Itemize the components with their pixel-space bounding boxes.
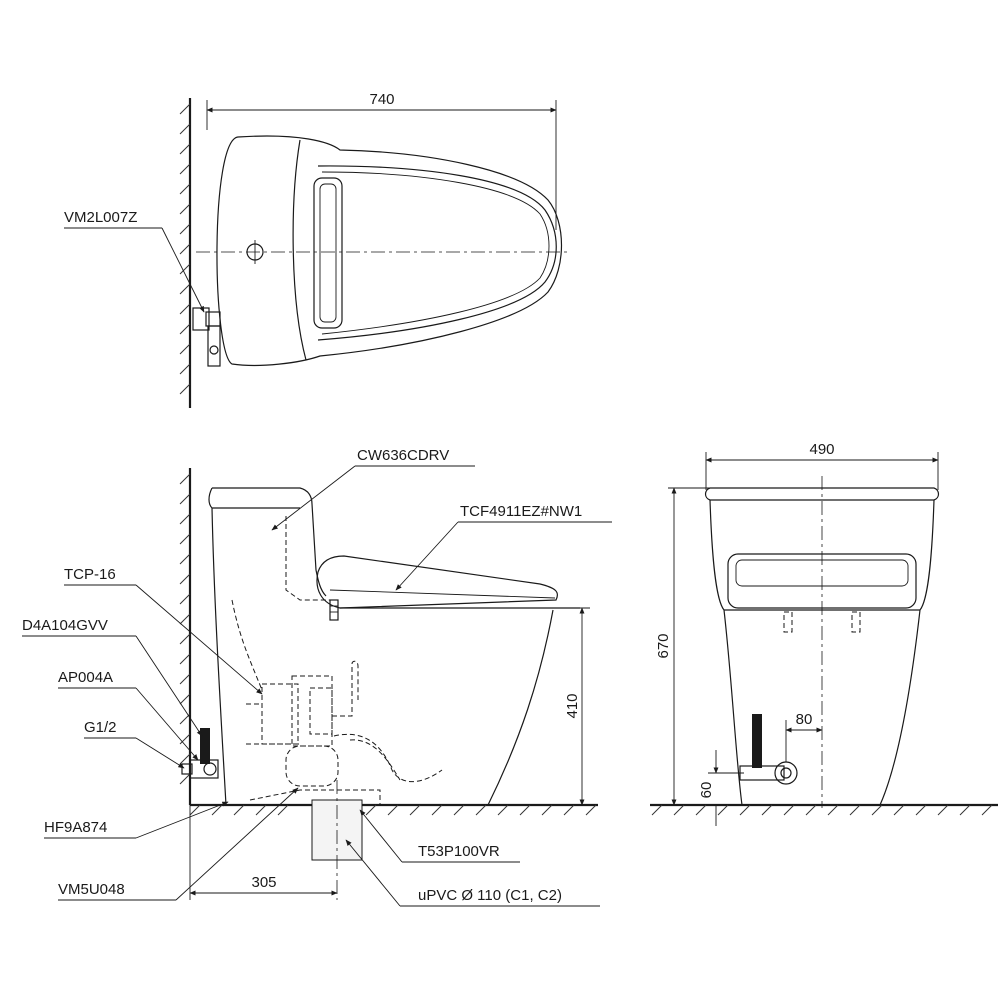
dim-305: 305 xyxy=(251,874,276,891)
side-view-bolt xyxy=(329,599,339,621)
label-d4a104gvv: D4A104GVV xyxy=(22,617,108,634)
top-view-seat-inner xyxy=(321,171,550,335)
top-view-hose xyxy=(207,325,221,367)
side-view-tank xyxy=(212,487,327,597)
dim-670: 670 xyxy=(655,633,672,658)
label-tcf4911ez: TCF4911EZ#NW1 xyxy=(460,503,582,520)
label-vm5u048: VM5U048 xyxy=(58,881,125,898)
label-upvc: uPVC Ø 110 (C1, C2) xyxy=(418,887,562,904)
side-view-bowl-body xyxy=(211,507,227,806)
label-ap004a: AP004A xyxy=(58,669,113,686)
side-view-trap xyxy=(261,683,299,745)
label-cw636cdrv: CW636CDRV xyxy=(357,447,449,464)
top-view: 740 VM2L007Z xyxy=(64,91,570,408)
front-view-inlet-valve xyxy=(739,714,798,785)
front-view-bolts xyxy=(783,611,861,633)
top-view-control-panel xyxy=(313,177,343,329)
front-view-floor-hatch xyxy=(651,804,993,816)
label-hf9a874: HF9A874 xyxy=(44,819,107,836)
dim-80: 80 xyxy=(796,711,813,728)
front-view: 490 670 60 80 xyxy=(650,441,998,826)
label-vm2l007z: VM2L007Z xyxy=(64,209,137,226)
dim-490: 490 xyxy=(809,441,834,458)
side-view-wall-hatch xyxy=(179,473,191,785)
side-view-seat xyxy=(316,555,559,609)
dim-60: 60 xyxy=(698,782,715,799)
label-tcp16: TCP-16 xyxy=(64,566,116,583)
label-g12: G1/2 xyxy=(84,719,117,736)
side-view: 410 305 CW636CDRV TCF4911EZ#NW1 TCP-16 D… xyxy=(22,447,612,907)
top-view-wall-hatch xyxy=(179,103,191,395)
top-view-valve-nut xyxy=(205,311,221,327)
front-view-body xyxy=(709,499,743,806)
top-view-valve-body xyxy=(192,307,210,331)
top-view-outline xyxy=(216,135,562,366)
dim-410: 410 xyxy=(564,693,581,718)
side-view-inlet-valve xyxy=(181,728,219,779)
label-t53p100vr: T53P100VR xyxy=(418,843,500,860)
side-view-floor-hatch xyxy=(189,804,597,816)
top-view-tank-seam xyxy=(292,139,307,361)
dim-740: 740 xyxy=(369,91,394,108)
top-view-seat-outer xyxy=(317,165,557,341)
